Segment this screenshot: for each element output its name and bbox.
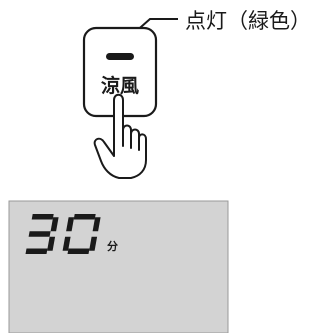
- indicator-lamp: [106, 53, 134, 60]
- digit-1-segment-g: [28, 231, 51, 237]
- digit-2-segment-d: [67, 248, 90, 254]
- timer-unit: 分: [107, 239, 118, 253]
- digit-1-segment-a: [31, 214, 54, 220]
- cool-breeze-button-label: 涼風: [101, 74, 139, 97]
- digit-2-segment-b: [92, 217, 101, 232]
- timer-digits: [25, 214, 101, 254]
- cool-breeze-button[interactable]: 涼風: [82, 26, 158, 118]
- lcd-display: [8, 200, 229, 333]
- digit-2-segment-c: [89, 236, 98, 251]
- callout-label: 点灯（緑色）: [185, 9, 311, 33]
- digit-2-segment-a: [73, 214, 96, 220]
- digit-1-segment-c: [47, 236, 56, 251]
- digit-1-segment-b: [50, 217, 59, 232]
- digit-1-segment-d: [25, 248, 48, 254]
- pressing-hand-icon: [93, 93, 147, 179]
- digit-2-segment-e: [62, 236, 71, 251]
- digit-2-segment-f: [66, 217, 75, 232]
